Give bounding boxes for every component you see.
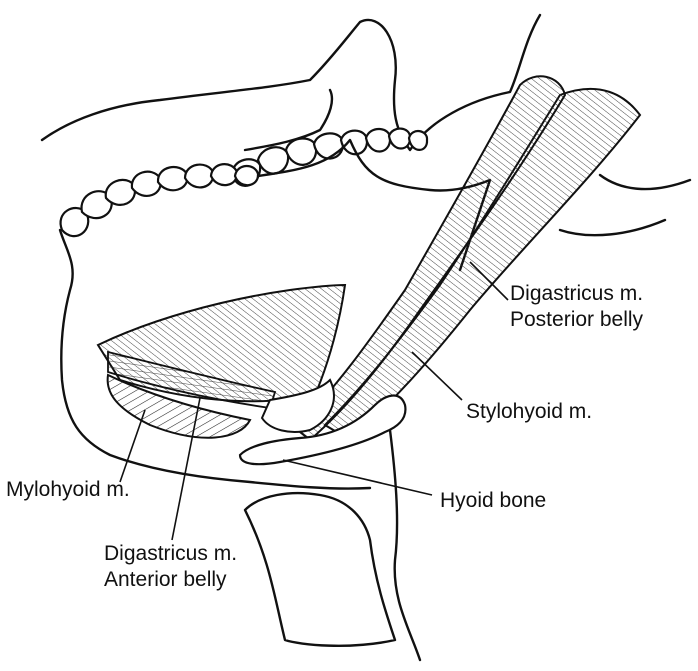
label-digastric-posterior-2: Posterior belly — [510, 308, 644, 331]
label-stylohyoid: Stylohyoid m. — [466, 400, 592, 423]
thyroid-cartilage — [245, 493, 395, 646]
label-digastric-anterior-1: Digastricus m. — [104, 542, 237, 565]
stylohyoid-muscle-shape — [295, 76, 565, 440]
label-digastric-posterior-1: Digastricus m. — [510, 282, 643, 305]
label-hyoid-bone: Hyoid bone — [440, 489, 546, 512]
leader-stylohyoid — [412, 352, 462, 400]
skull-outline — [42, 15, 540, 150]
leader-mylohyoid — [120, 410, 145, 482]
label-digastric-anterior-2: Anterior belly — [104, 568, 227, 591]
label-mylohyoid: Mylohyoid m. — [6, 478, 130, 501]
leader-hyoid — [283, 460, 432, 495]
larynx-outline — [390, 430, 420, 660]
lower-teeth — [61, 164, 258, 236]
